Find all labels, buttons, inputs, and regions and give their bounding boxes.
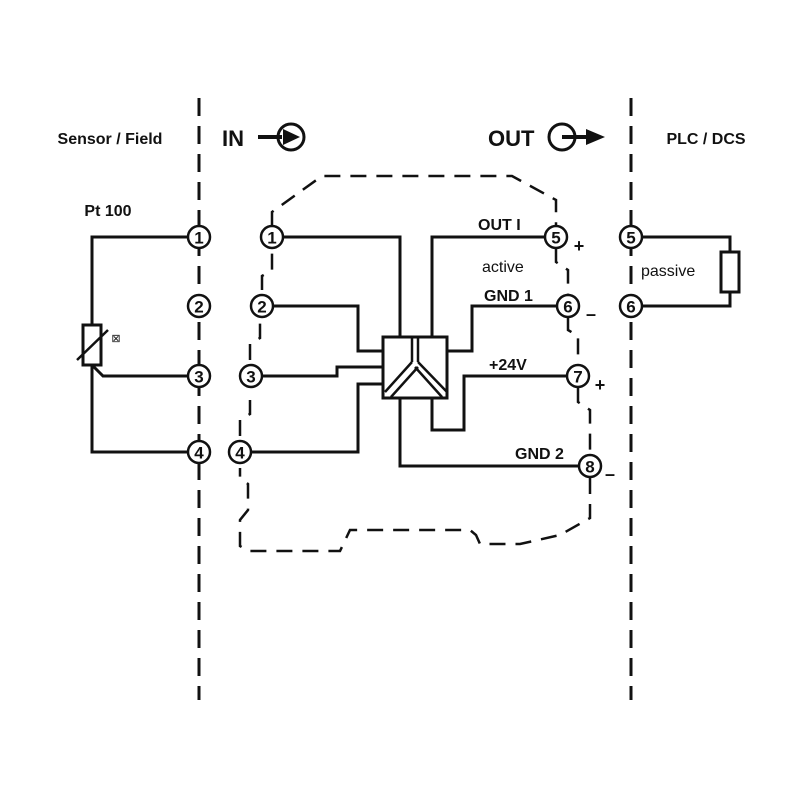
plc-terminal-5: 5: [618, 224, 644, 250]
out-i-label: OUT I: [478, 217, 521, 234]
out-label: OUT: [488, 126, 535, 151]
isolator-block-icon: [381, 335, 449, 400]
module-output-terminal-7: 7: [565, 363, 591, 389]
section-plc-dcs: PLC / DCS: [666, 131, 745, 148]
pt100-wiring: [90, 235, 188, 454]
plus24v-label: +24V: [489, 357, 527, 374]
module-housing-outline: [238, 174, 592, 553]
rtd-resistor-icon: [76, 323, 109, 367]
plc-load-wiring: [642, 235, 732, 308]
field-terminal-1: 1: [186, 224, 212, 250]
field-terminal-2: 2: [186, 293, 212, 319]
svg-text:6: 6: [626, 298, 635, 317]
passive-label: passive: [641, 263, 695, 280]
polarity-minus-8: –: [605, 464, 615, 484]
load-resistor-icon: [719, 250, 741, 294]
output-arrow-icon: [547, 122, 605, 152]
in-label: IN: [222, 126, 244, 151]
polarity-plus-5: +: [574, 236, 585, 256]
module-input-terminal-3: 3: [238, 363, 264, 389]
svg-text:5: 5: [551, 229, 560, 248]
svg-text:4: 4: [235, 444, 245, 463]
svg-text:2: 2: [257, 298, 266, 317]
svg-text:7: 7: [573, 368, 582, 387]
svg-text:3: 3: [194, 368, 203, 387]
svg-text:2: 2: [194, 298, 203, 317]
module-input-terminal-4: 4: [227, 439, 253, 465]
field-terminal-3: 3: [186, 363, 212, 389]
polarity-minus-6: –: [586, 304, 596, 324]
svg-text:6: 6: [563, 298, 572, 317]
module-output-terminal-6: 6: [555, 293, 581, 319]
svg-text:3: 3: [246, 368, 255, 387]
svg-text:1: 1: [267, 229, 276, 248]
svg-text:1: 1: [194, 229, 203, 248]
svg-text:8: 8: [585, 458, 594, 477]
gnd2-label: GND 2: [515, 446, 564, 463]
gnd1-label: GND 1: [484, 288, 533, 305]
temperature-symbol-icon: ⊠: [111, 333, 120, 345]
internal-wiring: [251, 235, 578, 468]
active-label: active: [482, 259, 524, 276]
module-output-terminal-5: 5: [543, 224, 569, 250]
polarity-plus-7: +: [595, 375, 606, 395]
section-sensor-field: Sensor / Field: [58, 131, 163, 148]
module-input-terminal-2: 2: [249, 293, 275, 319]
input-arrow-icon: [258, 122, 306, 152]
module-input-terminal-1: 1: [259, 224, 285, 250]
svg-text:4: 4: [194, 444, 204, 463]
plc-terminal-6: 6: [618, 293, 644, 319]
field-terminal-4: 4: [186, 439, 212, 465]
svg-text:5: 5: [626, 229, 635, 248]
sensor-label: Pt 100: [84, 203, 131, 220]
module-output-terminal-8: 8: [577, 453, 603, 479]
